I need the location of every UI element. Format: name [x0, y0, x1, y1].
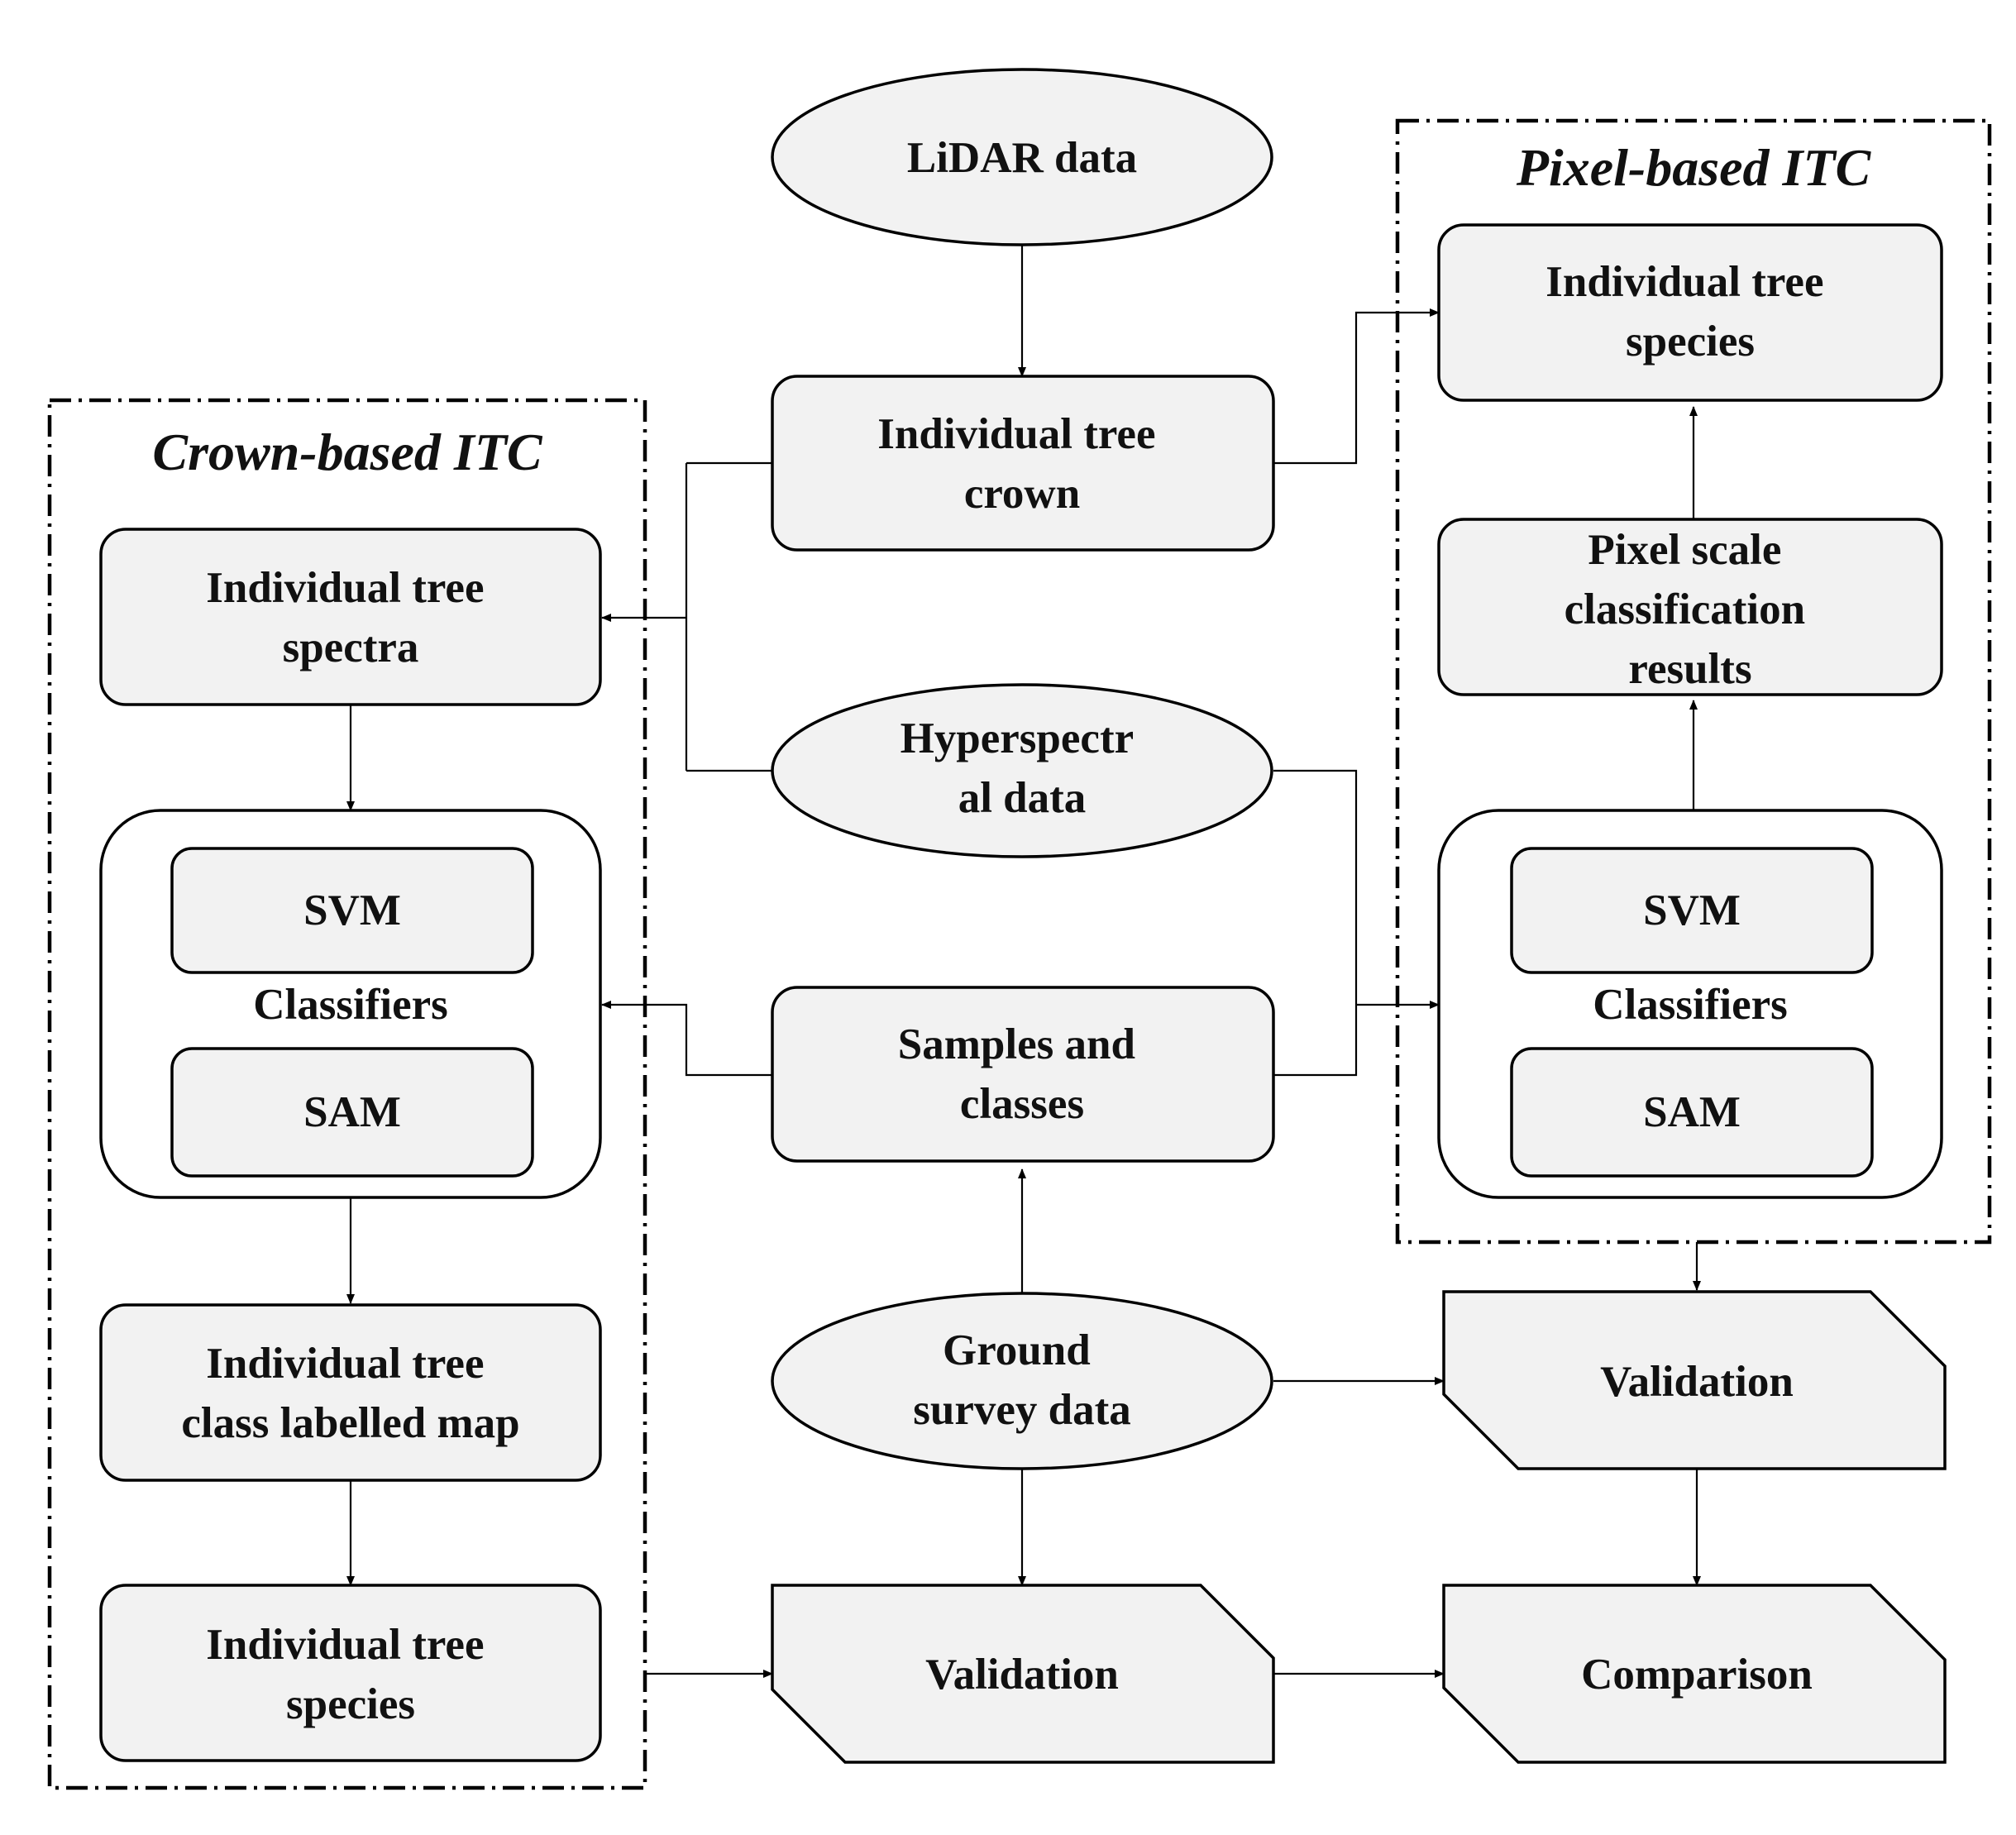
node-label-line: Classifiers [1593, 981, 1788, 1029]
node-comparison: Comparison [1442, 1584, 1947, 1764]
node-label-line: spectra [283, 624, 419, 671]
node-crown-class-labelled-map: Individual tree class labelled map [99, 1303, 602, 1482]
svg-text:Validation: Validation [1600, 1358, 1794, 1406]
svg-text:Individual tree species: Individual tree species [1545, 258, 1834, 366]
svg-text:Classifiers: Classifiers [1593, 981, 1788, 1029]
node-label-line: Samples and [898, 1020, 1135, 1068]
node-label-line: Individual tree [206, 1621, 484, 1669]
edge-hyper-samples-to-pixel-classifiers [1273, 769, 1358, 1077]
node-label-line: survey data [913, 1386, 1131, 1434]
node-label-line: Validation [925, 1651, 1119, 1699]
node-label-line: species [1626, 318, 1755, 366]
node-label-line: crown [964, 470, 1080, 518]
svg-text:Individual tree class la: Individual tree class labelled map [181, 1340, 519, 1447]
svg-text:SAM: SAM [303, 1088, 401, 1136]
node-label-line: Classifiers [253, 981, 448, 1029]
node-label-line: Comparison [1581, 1651, 1813, 1699]
node-label-line: Pixel scale [1588, 526, 1781, 574]
node-pixel-sam: SAM [1510, 1047, 1874, 1178]
node-label-line: SVM [1643, 886, 1741, 934]
svg-text:Pixel scale classificati: Pixel scale classification results [1565, 526, 1817, 693]
node-pixel-svm: SVM [1510, 847, 1874, 974]
node-label-line: results [1628, 645, 1751, 693]
node-crown-individual-tree-spectra: Individual tree spectra [99, 528, 602, 706]
edges [346, 245, 1701, 1678]
node-label-line: Validation [1600, 1358, 1794, 1406]
svg-text:LiDAR data: LiDAR data [907, 134, 1137, 182]
pixel-based-itc-group [1395, 118, 1992, 1245]
node-label-line: Individual tree [206, 1340, 484, 1388]
node-crown-svm: SVM [170, 847, 534, 974]
node-label-line: Individual tree [877, 410, 1155, 458]
svg-text:Samples and classes: Samples and classes [898, 1020, 1146, 1128]
node-pixel-scale-classification-results: Pixel scale classification results [1437, 518, 1943, 696]
svg-text:Comparison: Comparison [1581, 1651, 1813, 1699]
node-label-line: SVM [303, 886, 401, 934]
node-label-line: Individual tree [206, 564, 484, 612]
node-samples-and-classes: Samples and classes [771, 986, 1275, 1163]
node-individual-tree-crown: Individual tree crown [771, 375, 1275, 552]
node-validation-right: Validation [1442, 1290, 1947, 1470]
edge-crown-to-pixel-species [1273, 308, 1440, 465]
node-label-line: SAM [303, 1088, 401, 1136]
node-validation-center: Validation [771, 1584, 1275, 1764]
node-label-line: class labelled map [181, 1399, 519, 1447]
svg-text:Classifiers: Classifiers [253, 981, 448, 1029]
svg-text:Individual tree crown: Individual tree crown [877, 410, 1166, 518]
node-label-line: LiDAR data [907, 134, 1137, 182]
svg-text:SAM: SAM [1643, 1088, 1741, 1136]
crown-based-itc-group [47, 398, 647, 1790]
node-crown-sam: SAM [170, 1047, 534, 1178]
svg-text:Individual tree spectra: Individual tree spectra [206, 564, 494, 671]
edge-samples-to-crown-classifiers [601, 1001, 772, 1077]
node-label-line: Ground [943, 1326, 1091, 1374]
node-lidar-data: LiDAR data [771, 68, 1273, 246]
node-label-line: classes [960, 1080, 1084, 1128]
crown-based-itc-title: Crown-based ITC [152, 423, 543, 481]
svg-text:SVM: SVM [1643, 886, 1741, 934]
svg-text:Hyperspectr al data: Hyperspectr al data [901, 714, 1144, 822]
svg-text:Ground survey data: Ground survey data [913, 1326, 1131, 1434]
node-label-line: Hyperspectr [901, 714, 1134, 762]
svg-text:Validation: Validation [925, 1651, 1119, 1699]
node-ground-survey-data: Ground survey data [771, 1292, 1273, 1470]
node-label-line: Individual tree [1545, 258, 1823, 306]
svg-text:Individual tree species: Individual tree species [206, 1621, 494, 1728]
node-label-line: al data [958, 774, 1087, 822]
node-pixel-individual-tree-species: Individual tree species [1437, 223, 1943, 402]
svg-text:SVM: SVM [303, 886, 401, 934]
node-label-line: SAM [1643, 1088, 1741, 1136]
node-label-line: classification [1565, 585, 1805, 633]
node-hyperspectral-data: Hyperspectr al data [771, 683, 1273, 858]
node-label-line: species [286, 1680, 415, 1728]
node-crown-individual-tree-species: Individual tree species [99, 1584, 602, 1762]
pixel-based-itc-title: Pixel-based ITC [1516, 138, 1872, 197]
